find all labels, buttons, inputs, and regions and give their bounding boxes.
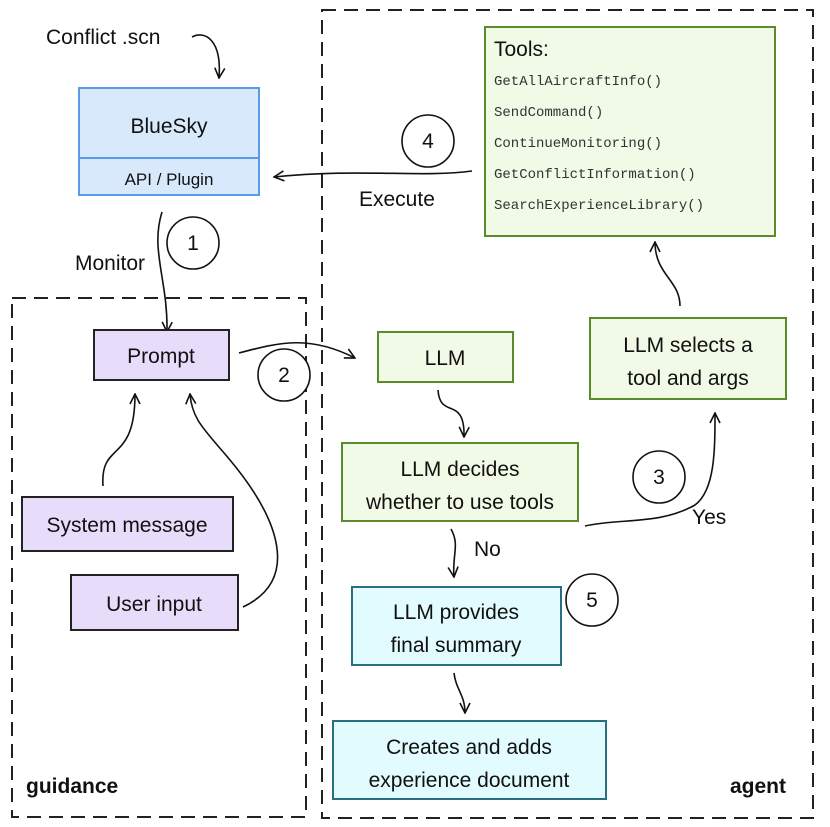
decides-label-line1: LLM decides bbox=[400, 458, 519, 481]
experience-label-line2: experience document bbox=[369, 769, 570, 792]
summary-to-experience-edge bbox=[453, 672, 465, 713]
summary-label-line1: LLM provides bbox=[393, 601, 519, 624]
tools-header: Tools: bbox=[494, 38, 549, 61]
decides-label-line2: whether to use tools bbox=[365, 491, 554, 514]
step-5-number: 5 bbox=[586, 589, 598, 612]
step-3-marker bbox=[632, 450, 686, 504]
decides-node: LLM decides whether to use tools bbox=[341, 442, 579, 522]
monitor-label: Monitor bbox=[75, 252, 145, 275]
execute-edge bbox=[274, 170, 473, 177]
system-message-label: System message bbox=[46, 514, 207, 537]
user-input-node: User input bbox=[70, 574, 239, 631]
experience-label-line1: Creates and adds bbox=[386, 736, 552, 759]
execute-label: Execute bbox=[359, 188, 435, 211]
step-4-marker bbox=[401, 114, 455, 168]
scenario-input-label: Conflict .scn bbox=[46, 26, 160, 49]
yes-label: Yes bbox=[692, 506, 726, 529]
step-4-number: 4 bbox=[422, 130, 434, 153]
tools-node: Tools: GetAllAircraftInfo() SendCommand(… bbox=[484, 26, 776, 237]
system-to-prompt-edge bbox=[102, 394, 135, 487]
selects-to-tools-edge bbox=[655, 242, 681, 307]
summary-label-line2: final summary bbox=[391, 634, 522, 657]
bluesky-node: BlueSky API / Plugin bbox=[78, 87, 260, 196]
prompt-label: Prompt bbox=[127, 345, 195, 368]
no-edge bbox=[451, 528, 455, 577]
prompt-to-llm-edge bbox=[238, 341, 355, 358]
no-label: No bbox=[474, 538, 501, 561]
user-to-prompt-edge bbox=[190, 394, 279, 608]
user-input-label: User input bbox=[106, 593, 202, 616]
summary-node: LLM provides final summary bbox=[351, 586, 562, 666]
llm-to-decides-edge bbox=[437, 389, 464, 437]
system-message-node: System message bbox=[21, 496, 234, 552]
step-1-number: 1 bbox=[187, 232, 199, 255]
step-2-marker bbox=[257, 348, 311, 402]
selects-label-line1: LLM selects a bbox=[623, 334, 753, 357]
tool-item: GetConflictInformation() bbox=[494, 167, 696, 183]
selects-label-line2: tool and args bbox=[627, 367, 748, 390]
step-5-marker bbox=[565, 573, 619, 627]
bluesky-subtitle: API / Plugin bbox=[125, 170, 214, 189]
tool-item: ContinueMonitoring() bbox=[494, 136, 662, 152]
step-1-marker bbox=[166, 216, 220, 270]
bluesky-title: BlueSky bbox=[130, 115, 208, 138]
agent-group bbox=[321, 9, 814, 819]
selects-node: LLM selects a tool and args bbox=[589, 317, 787, 400]
yes-edge bbox=[584, 413, 715, 527]
experience-node: Creates and adds experience document bbox=[332, 720, 607, 800]
tool-item: GetAllAircraftInfo() bbox=[494, 74, 662, 90]
tool-item: SearchExperienceLibrary() bbox=[494, 198, 704, 214]
agent-group-label: agent bbox=[730, 775, 786, 798]
step-3-number: 3 bbox=[653, 466, 665, 489]
llm-label: LLM bbox=[425, 347, 466, 370]
monitor-edge bbox=[157, 211, 167, 332]
prompt-node: Prompt bbox=[93, 329, 230, 381]
scenario-to-bluesky-edge bbox=[191, 34, 219, 78]
guidance-group bbox=[11, 297, 307, 818]
tool-item: SendCommand() bbox=[494, 105, 603, 121]
step-2-number: 2 bbox=[278, 364, 290, 387]
llm-node: LLM bbox=[377, 331, 514, 383]
guidance-group-label: guidance bbox=[26, 775, 118, 798]
